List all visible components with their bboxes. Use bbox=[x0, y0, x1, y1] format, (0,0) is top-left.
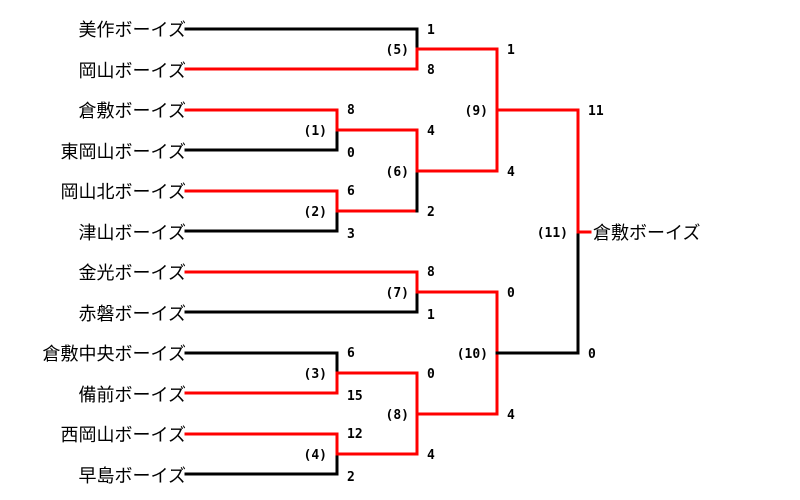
game-label-g11: (11) bbox=[537, 226, 568, 241]
score-g2-top: 6 bbox=[347, 184, 355, 199]
score-g6-top: 4 bbox=[427, 124, 435, 139]
game-label-g4: (4) bbox=[304, 448, 327, 463]
game-label-g7: (7) bbox=[386, 286, 409, 301]
team-name: 東岡山ボーイズ bbox=[61, 142, 186, 163]
score-g7-bottom: 1 bbox=[427, 308, 435, 323]
line-g2-top bbox=[184, 189, 339, 213]
score-g6-bottom: 2 bbox=[427, 205, 435, 220]
team-name: 岡山北ボーイズ bbox=[61, 182, 186, 203]
team-list: 美作ボーイズ 岡山ボーイズ 倉敷ボーイズ 東岡山ボーイズ 岡山北ボーイズ 津山ボ… bbox=[43, 20, 186, 487]
team-name: 美作ボーイズ bbox=[79, 20, 186, 41]
line-g4-top bbox=[184, 432, 339, 456]
team-name: 倉敷中央ボーイズ bbox=[43, 344, 186, 365]
score-g4-top: 12 bbox=[347, 427, 363, 442]
line-g2-bottom bbox=[184, 209, 339, 233]
scores: 1 8 8 0 6 3 4 2 1 4 8 1 6 15 12 2 0 4 0 … bbox=[347, 23, 604, 485]
game-label-g9: (9) bbox=[465, 104, 488, 119]
team-name: 赤磐ボーイズ bbox=[79, 304, 186, 325]
score-g9-bottom: 4 bbox=[507, 165, 515, 180]
line-g5-bottom bbox=[184, 47, 419, 71]
champion-name: 倉敷ボーイズ bbox=[593, 223, 700, 244]
bracket-lines bbox=[184, 27, 592, 476]
score-g2-bottom: 3 bbox=[347, 227, 355, 242]
team-name: 岡山ボーイズ bbox=[79, 61, 186, 82]
line-g3-bottom bbox=[184, 371, 339, 395]
score-g1-top: 8 bbox=[347, 103, 355, 118]
line-g1-top bbox=[184, 108, 339, 132]
line-g4-bottom bbox=[184, 452, 339, 476]
game-label-g6: (6) bbox=[386, 165, 409, 180]
line-g3-top bbox=[184, 351, 339, 375]
team-name: 備前ボーイズ bbox=[79, 385, 186, 406]
team-name: 早島ボーイズ bbox=[79, 466, 186, 487]
game-label-g5: (5) bbox=[386, 43, 409, 58]
game-label-g3: (3) bbox=[304, 367, 327, 382]
score-g5-top: 1 bbox=[427, 23, 435, 38]
score-g10-bottom: 4 bbox=[507, 408, 515, 423]
game-label-g8: (8) bbox=[386, 408, 409, 423]
team-name: 西岡山ボーイズ bbox=[61, 425, 186, 446]
game-labels: (5) (1) (2) (6) (9) (7) (3) (4) (8) (10)… bbox=[304, 43, 568, 463]
game-label-g1: (1) bbox=[304, 124, 327, 139]
game-label-g10: (10) bbox=[457, 347, 488, 362]
score-g4-bottom: 2 bbox=[347, 470, 355, 485]
team-name: 津山ボーイズ bbox=[79, 223, 186, 244]
team-name: 倉敷ボーイズ bbox=[79, 101, 186, 122]
line-g7-top bbox=[184, 270, 419, 294]
line-g1-bottom bbox=[184, 128, 339, 152]
score-g9-top: 1 bbox=[507, 43, 515, 58]
score-g1-bottom: 0 bbox=[347, 146, 355, 161]
score-g8-top: 0 bbox=[427, 367, 435, 382]
score-g8-bottom: 4 bbox=[427, 448, 435, 463]
game-label-g2: (2) bbox=[304, 205, 327, 220]
score-g10-top: 0 bbox=[507, 286, 515, 301]
team-name: 金光ボーイズ bbox=[79, 263, 186, 284]
score-g11-top: 11 bbox=[588, 104, 604, 119]
score-g5-bottom: 8 bbox=[427, 63, 435, 78]
line-g5-top bbox=[184, 27, 419, 51]
score-g11-bottom: 0 bbox=[588, 347, 596, 362]
line-g7-bottom bbox=[184, 290, 419, 314]
score-g7-top: 8 bbox=[427, 265, 435, 280]
score-g3-bottom: 15 bbox=[347, 389, 363, 404]
score-g3-top: 6 bbox=[347, 346, 355, 361]
